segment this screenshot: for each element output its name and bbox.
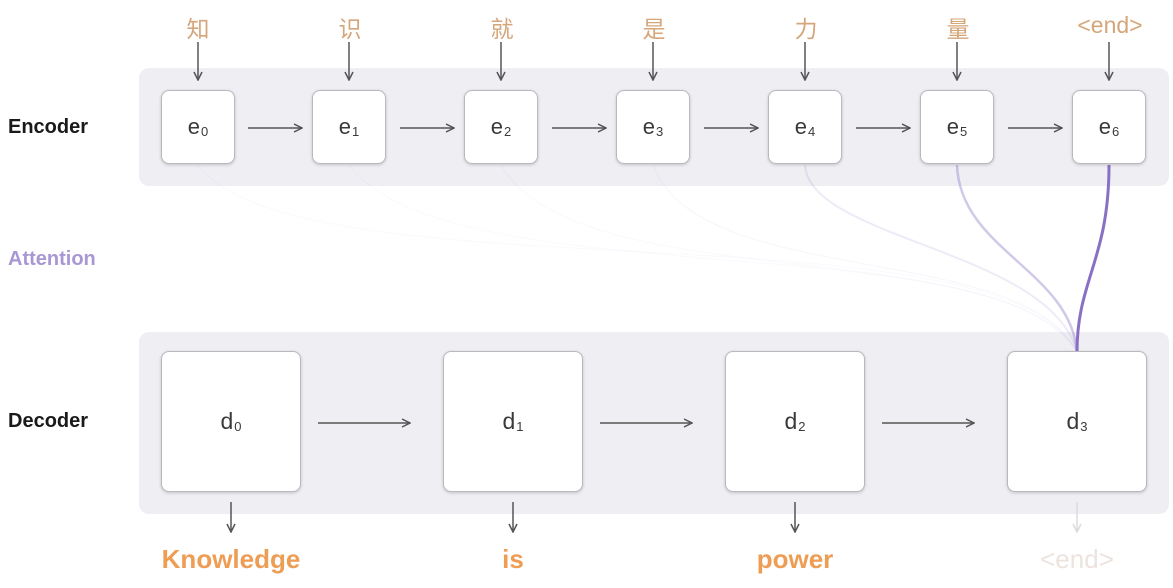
attention-curve-e1 — [348, 164, 1078, 353]
encoder-node-e5: e5 — [920, 90, 994, 164]
attention-label: Attention — [8, 248, 96, 270]
output-token: is — [502, 544, 524, 574]
encoder-node-e3: e3 — [616, 90, 690, 164]
encoder-label: Encoder — [8, 116, 89, 138]
input-token: 就 — [490, 17, 514, 43]
output-token: power — [756, 544, 834, 574]
input-token: 力 — [794, 17, 818, 43]
output-token-end: <end> — [1040, 544, 1114, 574]
decoder-label: Decoder — [8, 410, 89, 432]
input-token: 识 — [338, 17, 362, 43]
decoder-node-d2: d2 — [725, 351, 865, 492]
input-token-end: <end> — [1077, 12, 1143, 38]
attention-curve-e6 — [1075, 164, 1111, 353]
decoder-node-d3: d3 — [1007, 351, 1147, 492]
attention-curve-e2 — [500, 164, 1078, 353]
decoder-node-d0: d0 — [161, 351, 301, 492]
input-token: 是 — [642, 17, 666, 43]
input-token: 量 — [946, 17, 970, 43]
decoder-node-d1: d1 — [443, 351, 583, 492]
encoder-node-e4: e4 — [768, 90, 842, 164]
encoder-node-e1: e1 — [312, 90, 386, 164]
output-token: Knowledge — [161, 544, 301, 574]
attention-curve-e5 — [955, 164, 1079, 353]
attention-curve-e3 — [652, 164, 1078, 353]
encoder-node-e2: e2 — [464, 90, 538, 164]
attention-curve-e4 — [804, 164, 1078, 353]
input-token: 知 — [186, 17, 210, 43]
encoder-node-e6: e6 — [1072, 90, 1146, 164]
encoder-node-e0: e0 — [161, 90, 235, 164]
attention-curve-e0 — [197, 164, 1078, 353]
